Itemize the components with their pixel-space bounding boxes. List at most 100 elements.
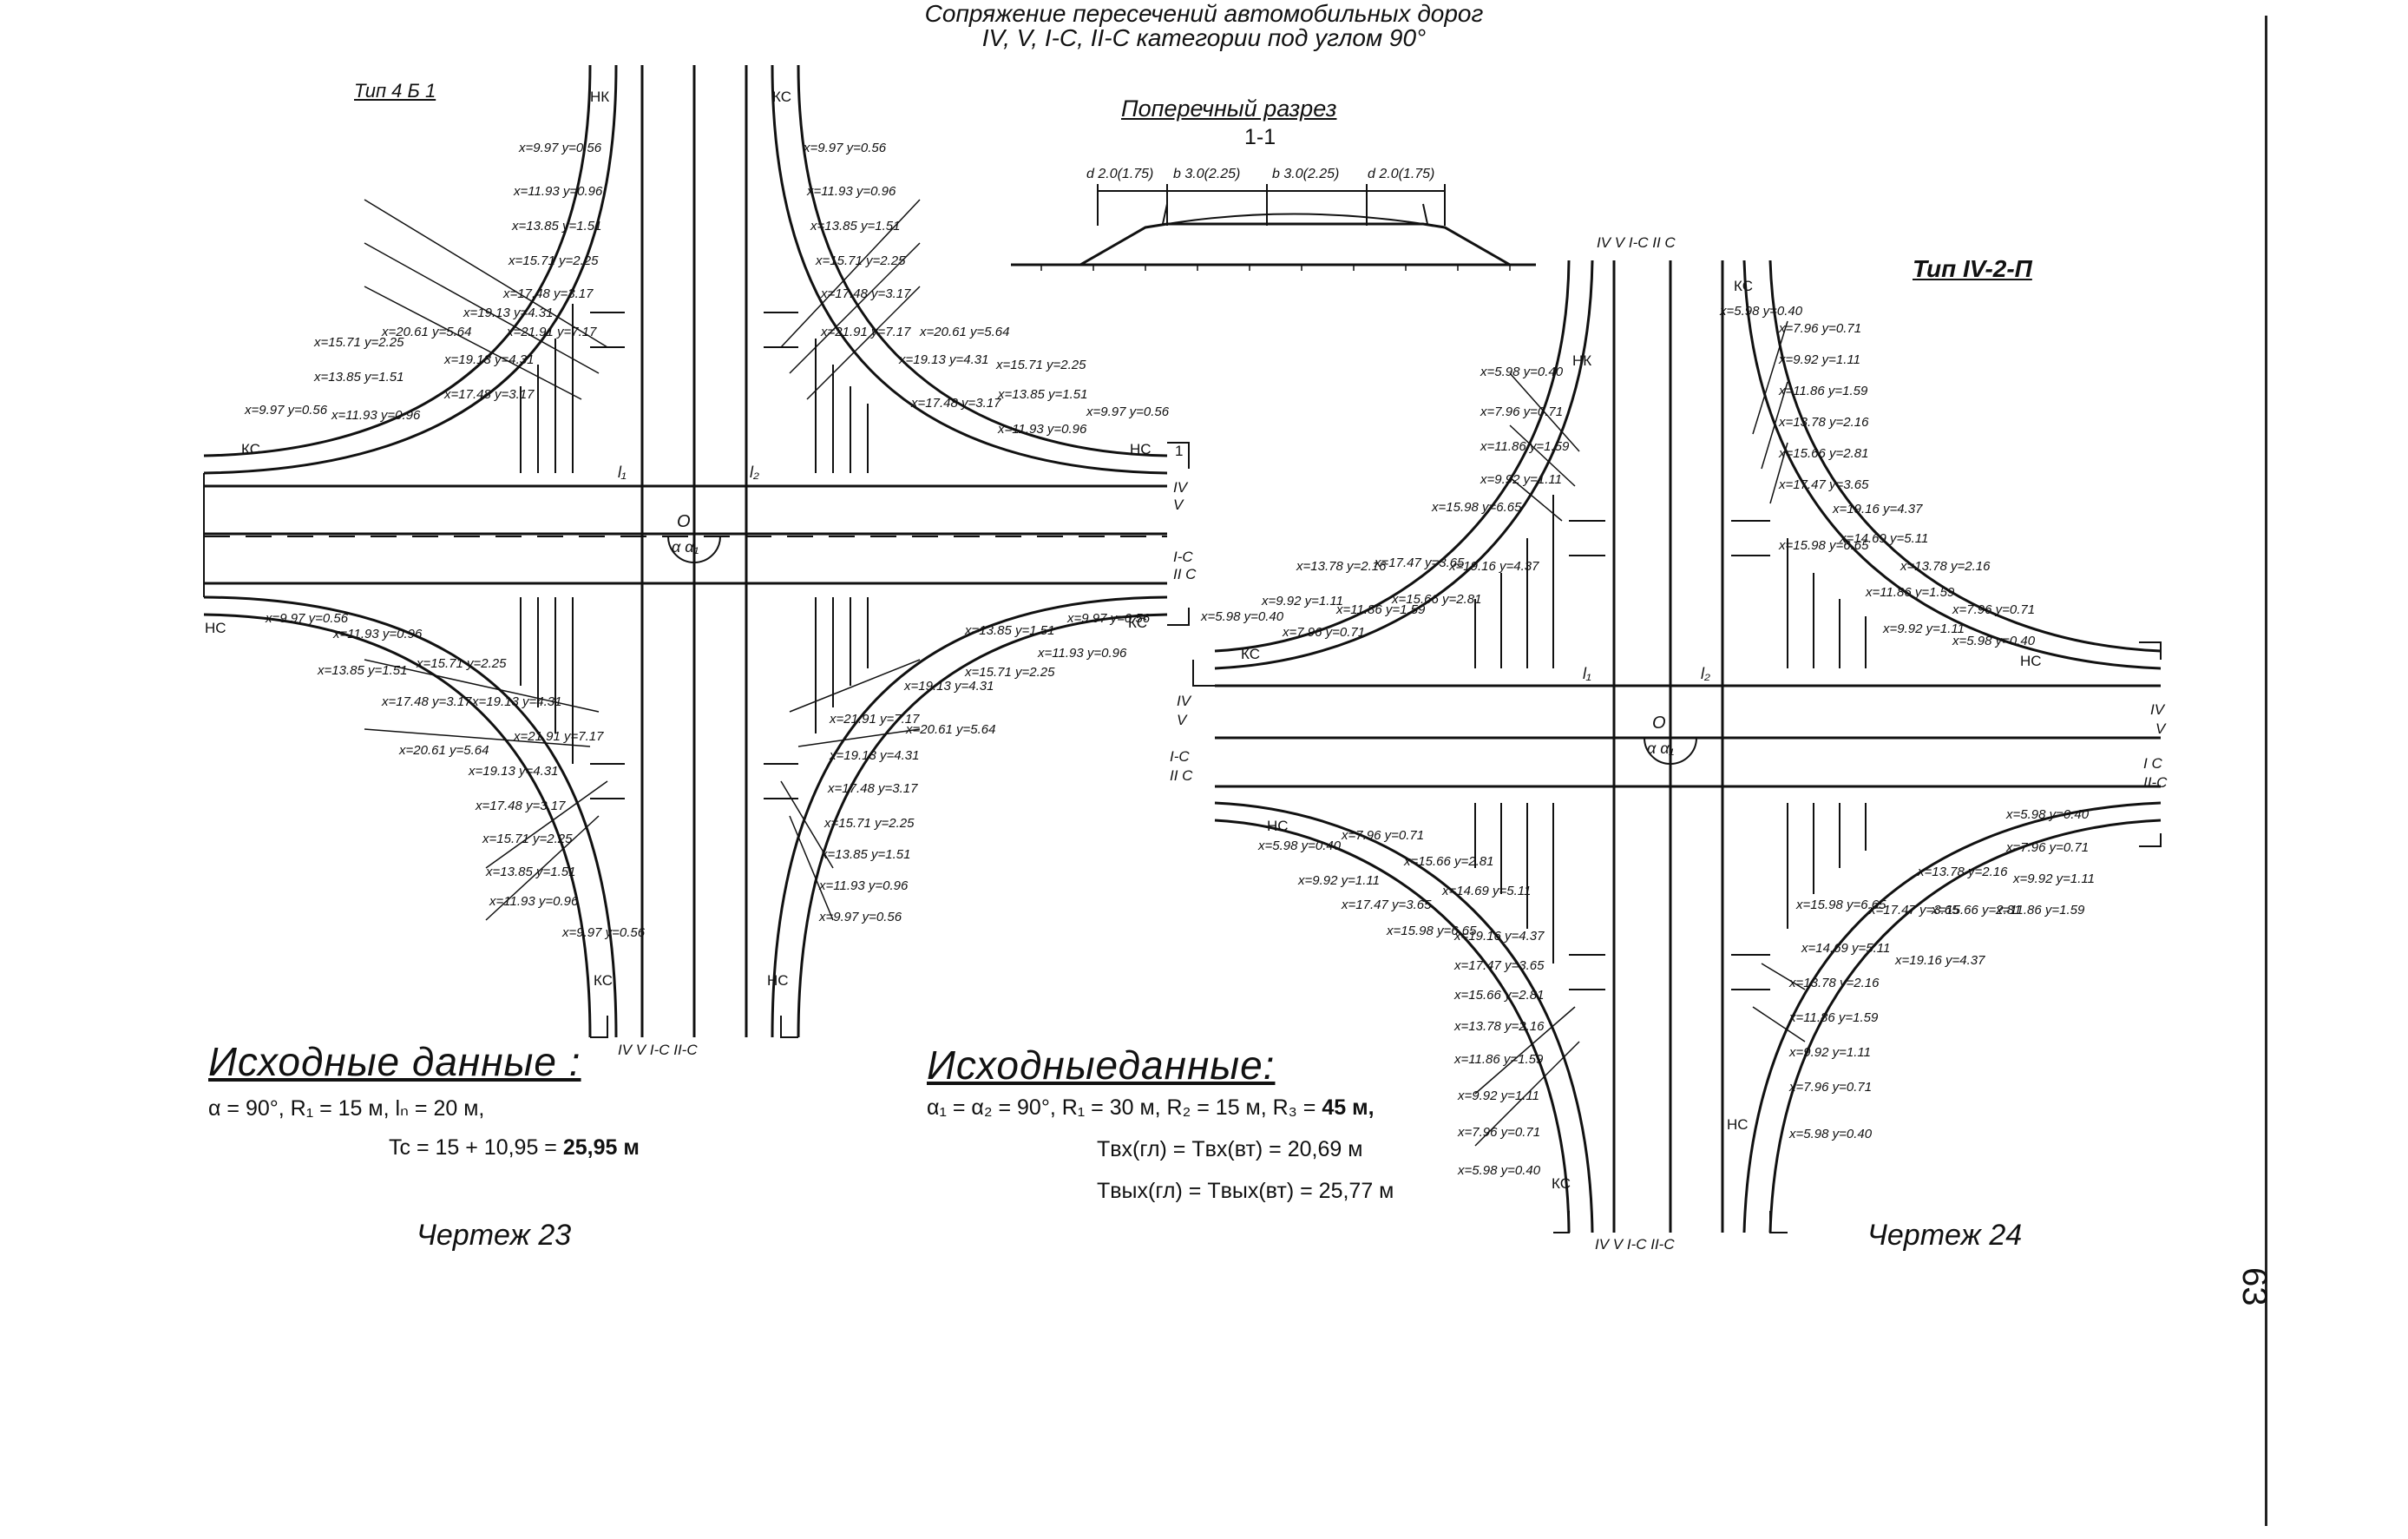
d23-coord-label: x=19.13 y=4.31 bbox=[830, 748, 920, 763]
header-line-1: Сопряжение пересечений автомобильных дор… bbox=[924, 0, 1484, 27]
d23-coord-label: x=13.85 y=1.51 bbox=[486, 865, 576, 879]
d24-cat-right-3: I C bbox=[2143, 755, 2162, 772]
d24-coord-label: x=5.98 y=0.40 bbox=[1480, 365, 1564, 379]
d24-coord-label: x=15.98 y=6.65 bbox=[1779, 538, 1869, 553]
d24-coord-label: x=17.47 y=3.65 bbox=[1454, 958, 1545, 973]
d24-coord-label: x=19.16 y=4.37 bbox=[1454, 929, 1545, 944]
d24-given-line1-prefix: α₁ = α₂ = 90°, R₁ = 30 м, R₂ = 15 м, R₃ … bbox=[927, 1095, 1322, 1120]
d24-coord-label: x=5.98 y=0.40 bbox=[1458, 1163, 1541, 1178]
d24-label-nc-br: НС bbox=[1727, 1116, 1749, 1133]
d23-label-bottom-right: НС bbox=[767, 972, 789, 989]
d24-coord-label: x=13.78 y=2.16 bbox=[1900, 559, 1991, 574]
d24-label-kc-top: КС bbox=[1734, 278, 1753, 294]
d24-cat-right-1: IV bbox=[2150, 701, 2165, 718]
d23-coord-label: x=9.97 y=0.56 bbox=[266, 611, 349, 626]
d23-coord-label: x=9.97 y=0.56 bbox=[519, 141, 602, 155]
d24-given-title: Исходныеданные: bbox=[927, 1042, 1276, 1088]
d23-l1-label: l₁ bbox=[618, 464, 627, 481]
d24-coord-label: x=11.86 y=1.59 bbox=[1480, 439, 1570, 454]
d23-cat-right-3: I-C bbox=[1173, 549, 1193, 565]
d24-bottom-cat: IV V I-C II-C bbox=[1595, 1236, 1675, 1253]
d24-coord-label: x=17.47 y=3.65 bbox=[1779, 477, 1869, 492]
d23-coord-label: x=11.93 y=0.96 bbox=[489, 894, 579, 909]
d23-coord-label: x=15.71 y=2.25 bbox=[314, 335, 404, 350]
d23-coord-label: x=15.71 y=2.25 bbox=[417, 656, 507, 671]
d24-type-label: Тип IV-2-П bbox=[1913, 255, 2032, 282]
d23-coord-label: x=11.93 y=0.96 bbox=[333, 627, 423, 641]
d24-coord-label: x=9.92 y=1.11 bbox=[1779, 352, 1860, 367]
d23-given-line2-prefix: Tc = 15 + 10,95 = bbox=[389, 1135, 563, 1160]
d23-coord-label: x=17.48 y=3.17 bbox=[382, 694, 472, 709]
d24-given-line3: Tвых(гл) = Tвых(вт) = 25,77 м bbox=[1097, 1179, 1394, 1203]
d24-cat-right-4: II-C bbox=[2143, 774, 2168, 791]
d23-coord-label: x=11.93 y=0.96 bbox=[514, 184, 603, 199]
d24-coord-label: x=9.92 y=1.11 bbox=[2013, 871, 2095, 886]
drawing-23-intersection bbox=[203, 64, 1190, 1038]
d24-coord-label: x=9.92 y=1.11 bbox=[1262, 594, 1343, 608]
d24-coord-label: x=13.78 y=2.16 bbox=[1789, 976, 1880, 990]
d24-coord-label: x=19.16 y=4.37 bbox=[1833, 502, 1923, 516]
d23-coord-label: x=19.13 y=4.31 bbox=[472, 694, 562, 709]
d23-coord-label: x=21.91 y=7.17 bbox=[514, 729, 604, 744]
d23-coord-label: x=17.48 y=3.17 bbox=[444, 387, 535, 402]
d23-coord-label: x=13.85 y=1.51 bbox=[965, 623, 1055, 638]
d24-coord-label: x=11.86 y=1.59 bbox=[1779, 384, 1868, 398]
d24-cat-left-4: II C bbox=[1170, 767, 1193, 784]
d24-coord-label: x=15.66 y=2.81 bbox=[1932, 903, 2022, 917]
d23-given-line2: Tc = 15 + 10,95 = 25,95 м bbox=[389, 1135, 640, 1161]
d23-type-label: Тип 4 Б 1 bbox=[354, 80, 436, 102]
d23-coord-label: x=13.85 y=1.51 bbox=[810, 219, 901, 233]
d24-coord-label: x=19.16 y=4.37 bbox=[1895, 953, 1985, 968]
d24-coord-label: x=19.16 y=4.37 bbox=[1449, 559, 1539, 574]
d23-section-mark: 1 bbox=[1175, 443, 1184, 459]
d24-coord-label: x=15.98 y=6.65 bbox=[1432, 500, 1522, 515]
d23-label-left-top: КС bbox=[241, 441, 260, 457]
d24-center-label: O bbox=[1652, 714, 1666, 733]
cross-section-label: 1-1 bbox=[1244, 125, 1276, 149]
d23-center-label: O bbox=[677, 512, 691, 531]
d24-coord-label: x=5.98 y=0.40 bbox=[1258, 839, 1342, 853]
d24-coord-label: x=15.98 y=6.65 bbox=[1796, 898, 1886, 912]
d24-coord-label: x=17.47 y=3.65 bbox=[1869, 903, 1959, 917]
d23-cat-right-2: V bbox=[1173, 497, 1184, 513]
d24-coord-label: x=13.78 y=2.16 bbox=[1296, 559, 1387, 574]
d24-l2-label: l₂ bbox=[1701, 665, 1710, 682]
d24-coord-label: x=5.98 y=0.40 bbox=[1952, 634, 2036, 648]
d24-coord-label: x=7.96 y=0.71 bbox=[1789, 1080, 1873, 1095]
d23-coord-label: x=9.97 y=0.56 bbox=[245, 403, 328, 418]
d23-coord-label: x=15.71 y=2.25 bbox=[816, 253, 906, 268]
d24-coord-label: x=11.86 y=1.59 bbox=[1866, 585, 1955, 600]
d23-coord-label: x=13.85 y=1.51 bbox=[318, 663, 408, 678]
d24-coord-label: x=9.92 y=1.11 bbox=[1789, 1045, 1871, 1060]
d23-coord-label: x=19.13 y=4.31 bbox=[469, 764, 559, 779]
d23-coord-label: x=19.13 y=4.31 bbox=[444, 352, 535, 367]
d23-coord-label: x=11.93 y=0.96 bbox=[807, 184, 896, 199]
d24-coord-label: x=7.96 y=0.71 bbox=[1480, 404, 1564, 419]
d24-label-kc-left: КС bbox=[1241, 646, 1260, 662]
d23-coord-label: x=9.97 y=0.56 bbox=[819, 910, 902, 924]
d24-coord-label: x=11.86 y=1.59 bbox=[1454, 1052, 1544, 1067]
d23-coord-label: x=9.97 y=0.56 bbox=[1086, 404, 1170, 419]
d23-coord-label: x=17.48 y=3.17 bbox=[828, 781, 918, 796]
d24-l1-label: l₁ bbox=[1583, 665, 1591, 682]
d24-coord-label: x=15.66 y=2.81 bbox=[1454, 988, 1545, 1003]
cross-section-figure bbox=[1011, 184, 1536, 271]
d23-coord-label: x=9.97 y=0.56 bbox=[1067, 611, 1151, 626]
d24-coord-label: x=13.78 y=2.16 bbox=[1454, 1019, 1545, 1034]
d24-coord-label: x=5.98 y=0.40 bbox=[1201, 609, 1284, 624]
d24-coord-label: x=7.96 y=0.71 bbox=[1952, 602, 2036, 617]
d23-coord-label: x=13.85 y=1.51 bbox=[512, 219, 602, 233]
d23-coord-label: x=11.93 y=0.96 bbox=[1038, 646, 1127, 661]
d23-coord-label: x=9.97 y=0.56 bbox=[562, 925, 646, 940]
d23-coord-label: x=11.93 y=0.96 bbox=[819, 878, 909, 893]
d23-coord-label: x=13.85 y=1.51 bbox=[821, 847, 911, 862]
d24-coord-label: x=5.98 y=0.40 bbox=[1720, 304, 1803, 319]
d23-coord-label: x=15.71 y=2.25 bbox=[482, 832, 573, 846]
d24-label-nk: НК bbox=[1572, 352, 1592, 369]
d24-coord-label: x=15.66 y=2.81 bbox=[1779, 446, 1869, 461]
d23-coord-label: x=20.61 y=5.64 bbox=[399, 743, 489, 758]
d24-cat-right-2: V bbox=[2155, 720, 2166, 737]
d24-coord-label: x=7.96 y=0.71 bbox=[1458, 1125, 1541, 1140]
d24-coord-label: x=7.96 y=0.71 bbox=[1342, 828, 1425, 843]
d23-coord-label: x=17.48 y=3.17 bbox=[821, 286, 911, 301]
